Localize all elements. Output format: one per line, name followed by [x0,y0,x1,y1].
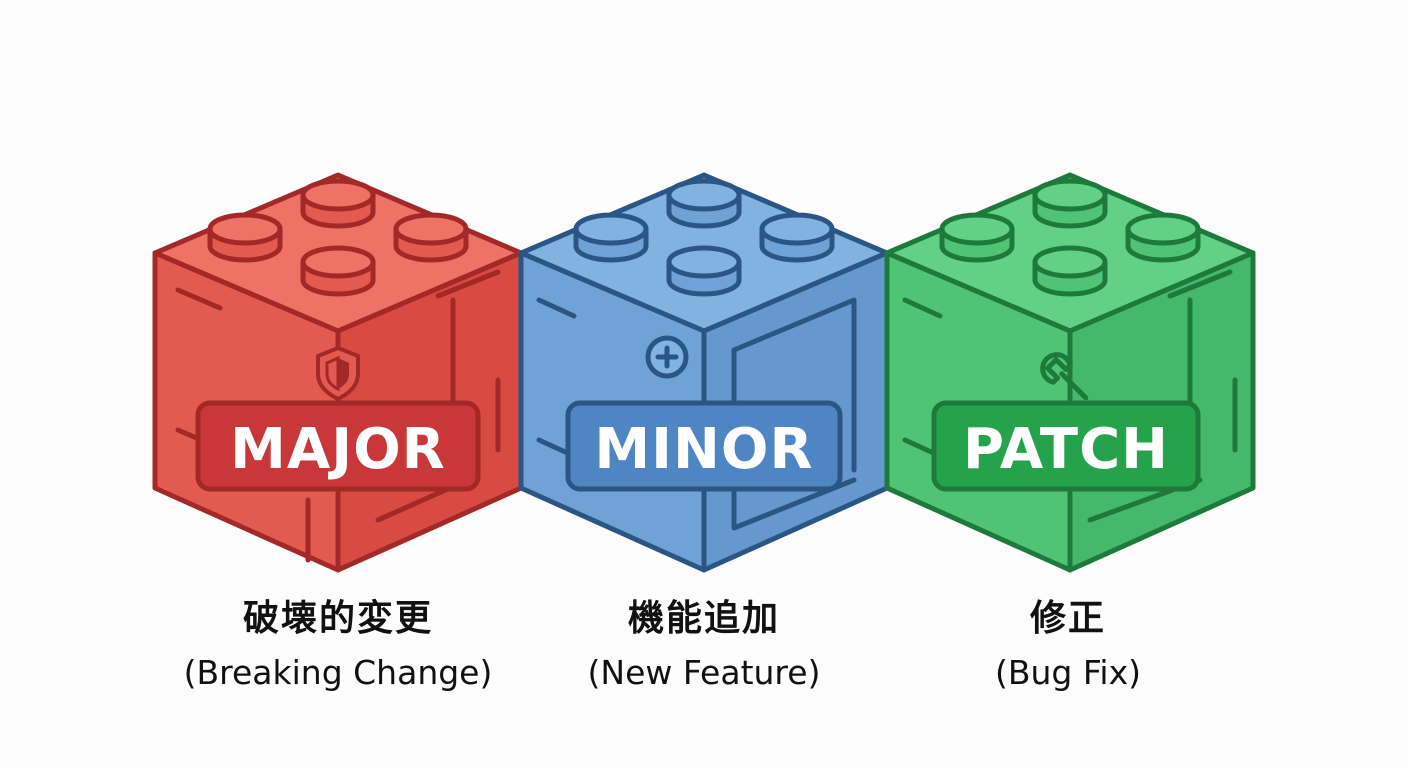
patch-caption-jp: 修正 [1029,598,1106,639]
patch-caption-en: (Bug Fix) [994,653,1142,692]
minor-badge-label: MINOR [594,417,813,482]
major-badge-label: MAJOR [230,417,446,482]
major-badge: MAJOR [195,400,481,492]
minor-caption: 機能追加 (New Feature) [494,594,914,696]
wrench-icon [1040,352,1089,401]
major-caption-jp: 破壊的変更 [242,598,433,639]
minor-block [518,172,921,573]
minor-caption-jp: 機能追加 [627,598,780,639]
minor-caption-en: (New Feature) [587,653,821,692]
patch-block [884,172,1256,573]
patch-badge: PATCH [931,400,1201,492]
patch-caption: 修正 (Bug Fix) [858,594,1278,696]
major-caption: 破壊的変更 (Breaking Change) [128,594,548,696]
major-caption-en: (Breaking Change) [183,653,493,692]
patch-badge-label: PATCH [963,417,1169,482]
minor-badge: MINOR [565,400,843,492]
shield-icon [316,346,360,401]
plus-circle-icon [645,335,689,379]
